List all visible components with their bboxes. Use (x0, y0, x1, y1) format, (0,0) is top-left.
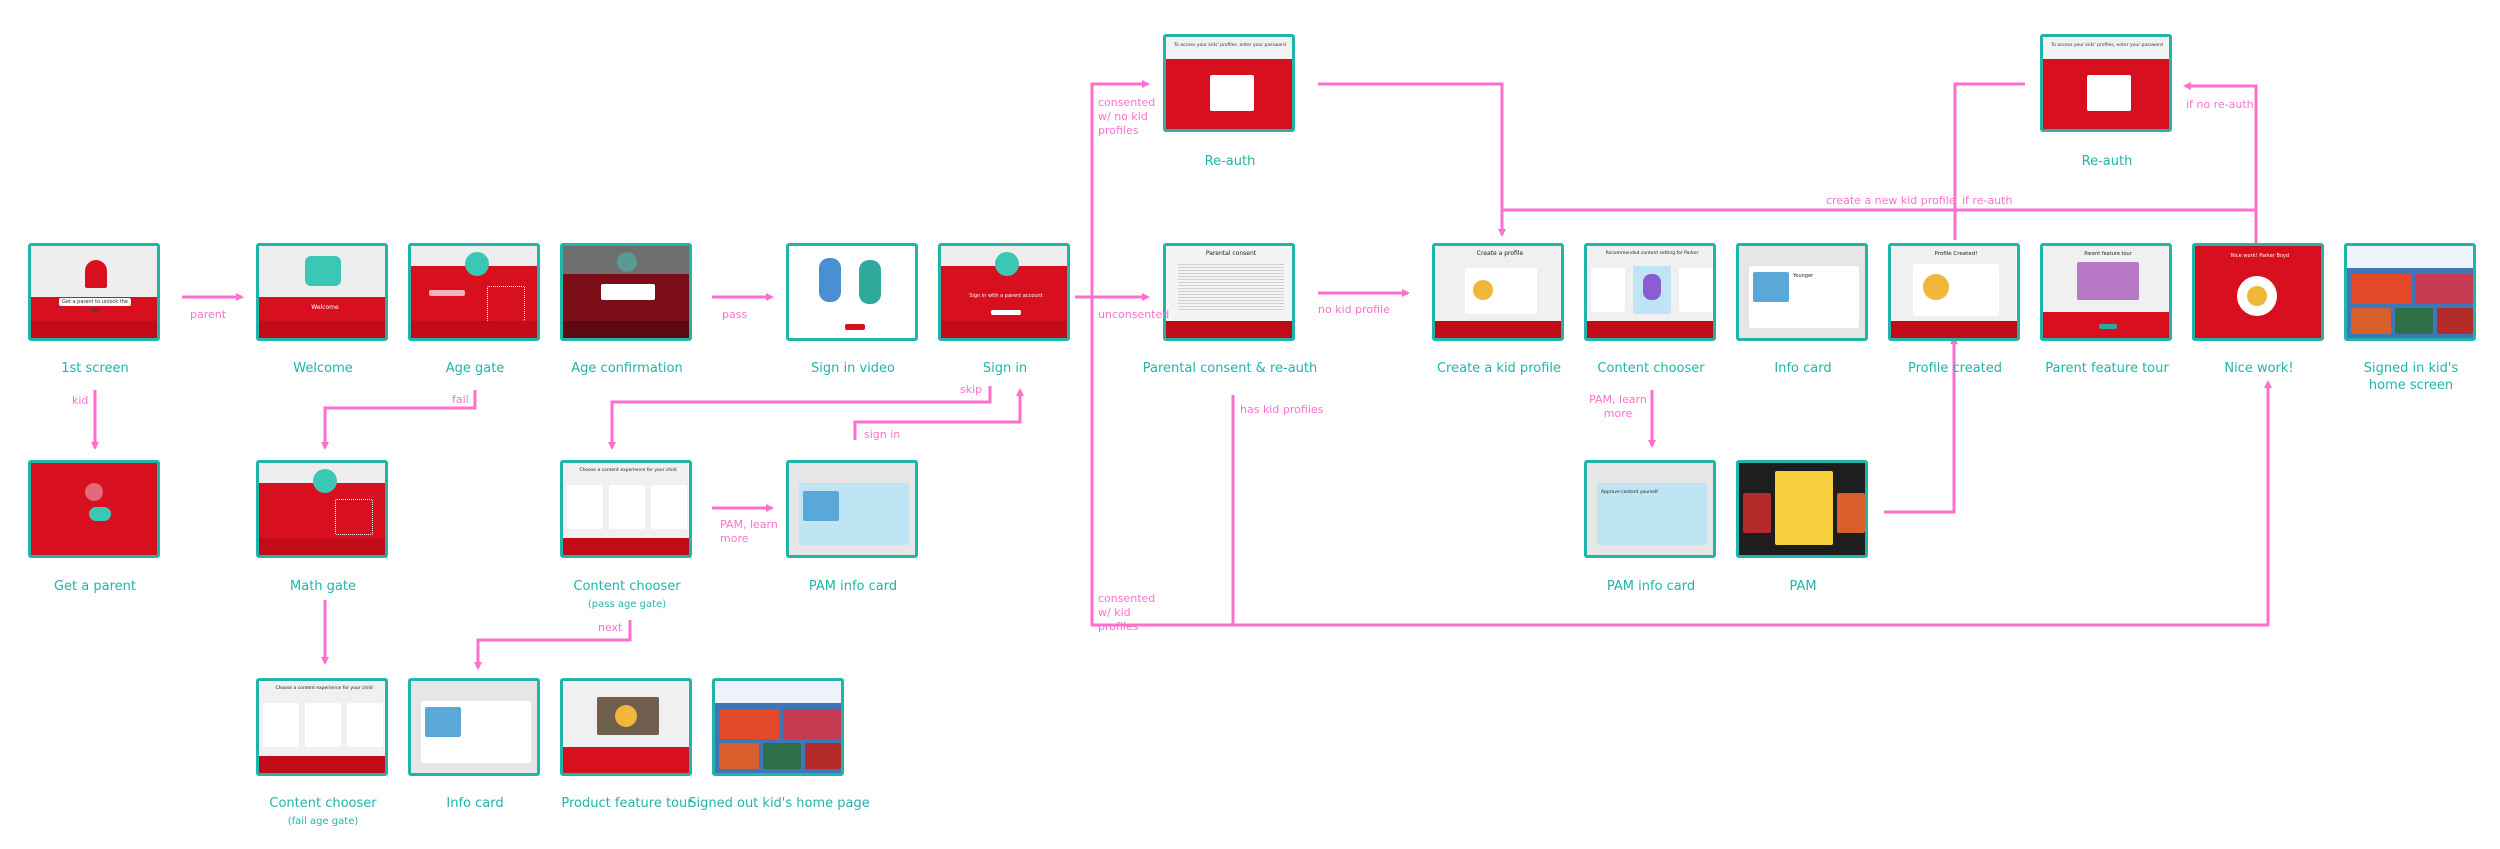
label-re-auth-1: Re-auth (1204, 154, 1256, 169)
screen-sign-in-text: Sign in with a parent account (969, 293, 1043, 299)
edge-label-no-kid-profile: no kid profile (1318, 303, 1390, 316)
screen-first-text: Get a parent to unlock the app (59, 298, 131, 313)
screen-re-auth-1-text: To access your kids' profiles, enter you… (1174, 43, 1286, 48)
label-first-screen: 1st screen (61, 361, 129, 376)
screen-get-a-parent[interactable] (28, 460, 160, 558)
screen-signed-out-home[interactable] (712, 678, 844, 776)
edge-label-fail: fail (452, 393, 469, 406)
screen-content-chooser-fail-text: Choose a content experience for your chi… (275, 686, 373, 691)
edge-label-consented-kid: consented w/ kid profiles (1098, 592, 1156, 633)
screen-content-chooser-pass[interactable]: Choose a content experience for your chi… (560, 460, 692, 558)
label-content-chooser-pass: Content chooser (573, 579, 681, 594)
arrow-signin-to-chooser (608, 386, 992, 450)
edge-label-sign-in: sign in (864, 428, 901, 441)
screen-sign-in[interactable]: Sign in with a parent account (938, 243, 1070, 341)
edge-label-skip: skip (960, 383, 983, 396)
screen-create-kid-profile-text: Create a profile (1476, 250, 1524, 257)
label-pam-info-card-left: PAM info card (808, 579, 898, 594)
edge-label-has-kid-profiles: has kid profiles (1240, 403, 1324, 416)
screen-content-chooser-main-text: Recommended content setting for Parker (1605, 251, 1699, 256)
label-parent-feature-tour: Parent feature tour (2045, 361, 2169, 376)
edge-label-create-new: create a new kid profile (1826, 194, 1956, 207)
arrow-chooserpass-to-infocard (474, 620, 632, 670)
screen-age-gate[interactable] (408, 243, 540, 341)
label-math-gate: Math gate (290, 579, 356, 594)
screen-math-gate[interactable] (256, 460, 388, 558)
arrow-trunk-down (1090, 297, 2272, 627)
screen-pam-info-card-left[interactable] (786, 460, 918, 558)
arrow-nicework-up (2183, 82, 2258, 245)
label-sign-in-video: Sign in video (811, 361, 895, 376)
edge-label-pam-learn-more-right: PAM, learn more (1589, 393, 1647, 420)
edge-label-if-re-auth: if re-auth (1962, 194, 2013, 207)
arrow-signin-back (853, 388, 1024, 440)
label-profile-created: Profile created (1907, 361, 2003, 376)
arrow-reauth-to-create (1318, 82, 1506, 237)
screen-content-chooser-main[interactable]: Recommended content setting for Parker (1584, 243, 1716, 341)
screen-re-auth-2[interactable]: To access your kids' profiles, enter you… (2040, 34, 2172, 132)
screen-nice-work[interactable]: Nice work! Parker Boyd (2192, 243, 2324, 341)
label-product-feature-tour: Product feature tour (561, 796, 693, 811)
label-nice-work: Nice work! (2224, 361, 2294, 376)
sub-content-chooser-pass: (pass age gate) (587, 599, 667, 610)
screen-parental-consent[interactable]: Parental consent (1163, 243, 1295, 341)
edge-label-parent: parent (190, 308, 227, 321)
label-info-card-bottom: Info card (446, 796, 504, 811)
label-signed-out-home: Signed out kid's home page (688, 796, 870, 811)
screen-info-card-bottom[interactable] (408, 678, 540, 776)
screen-re-auth-1[interactable]: To access your kids' profiles, enter you… (1163, 34, 1295, 132)
screen-create-kid-profile[interactable]: Create a profile (1432, 243, 1564, 341)
screen-welcome[interactable]: Welcome (256, 243, 388, 341)
label-info-card-main: Info card (1774, 361, 1832, 376)
label-age-gate: Age gate (445, 361, 505, 376)
arrow-reauth2-to-profile (1953, 82, 2025, 240)
edge-label-consented-no-kid: consented w/ no kid profiles (1098, 96, 1156, 137)
label-parental-consent: Parental consent & re-auth (1142, 361, 1318, 376)
label-welcome: Welcome (293, 361, 353, 376)
screen-first[interactable]: Get a parent to unlock the app (28, 243, 160, 341)
screen-age-confirmation[interactable] (560, 243, 692, 341)
screen-signed-in-home[interactable] (2344, 243, 2476, 341)
edge-label-unconsented: unconsented (1098, 308, 1170, 321)
label-create-kid-profile: Create a kid profile (1436, 361, 1561, 376)
label-pam: PAM (1789, 579, 1817, 594)
screen-parental-consent-text: Parental consent (1205, 250, 1257, 257)
edge-label-kid: kid (72, 394, 89, 407)
sub-content-chooser-fail: (fail age gate) (287, 816, 359, 827)
arrow-signin-to-reauth (1075, 80, 1150, 299)
screen-pam-info-card-right[interactable]: Approve content yourself (1584, 460, 1716, 558)
screen-info-card-main[interactable]: Younger (1736, 243, 1868, 341)
edge-label-pam-learn-more-left: PAM, learn more (720, 518, 778, 545)
screen-parent-feature-tour-text: Parent feature tour (2084, 251, 2132, 257)
edge-label-next: next (598, 621, 623, 634)
label-get-a-parent: Get a parent (53, 579, 136, 594)
arrow-agegate-to-mathgate (321, 390, 477, 450)
screen-pam[interactable] (1736, 460, 1868, 558)
screen-content-chooser-fail[interactable]: Choose a content experience for your chi… (256, 678, 388, 776)
screen-info-card-main-text: Younger (1793, 273, 1814, 279)
label-content-chooser-main: Content chooser (1597, 361, 1705, 376)
arrow-pam-to-profile (1884, 336, 1958, 514)
screen-welcome-text: Welcome (311, 304, 339, 311)
screen-parent-feature-tour[interactable]: Parent feature tour (2040, 243, 2172, 341)
screen-sign-in-video[interactable] (786, 243, 918, 341)
edge-label-if-no-re-auth: if no re-auth (2186, 98, 2254, 111)
screen-profile-created-text: Profile Created! (1934, 251, 1978, 257)
label-content-chooser-fail: Content chooser (269, 796, 377, 811)
screen-product-feature-tour[interactable] (560, 678, 692, 776)
label-pam-info-card-right: PAM info card (1606, 579, 1696, 594)
label-age-confirmation: Age confirmation (571, 361, 683, 376)
label-re-auth-2: Re-auth (2081, 154, 2133, 169)
edge-label-pass: pass (722, 308, 748, 321)
screen-profile-created[interactable]: Profile Created! (1888, 243, 2020, 341)
screen-content-chooser-pass-text: Choose a content experience for your chi… (579, 468, 677, 473)
label-sign-in: Sign in (982, 361, 1028, 376)
screen-pam-info-card-right-text: Approve content yourself (1601, 490, 1658, 495)
screen-re-auth-2-text: To access your kids' profiles, enter you… (2051, 43, 2163, 48)
label-signed-in-home: Signed in kid's home screen (2363, 361, 2459, 393)
screen-nice-work-text: Nice work! Parker Boyd (2230, 253, 2290, 259)
